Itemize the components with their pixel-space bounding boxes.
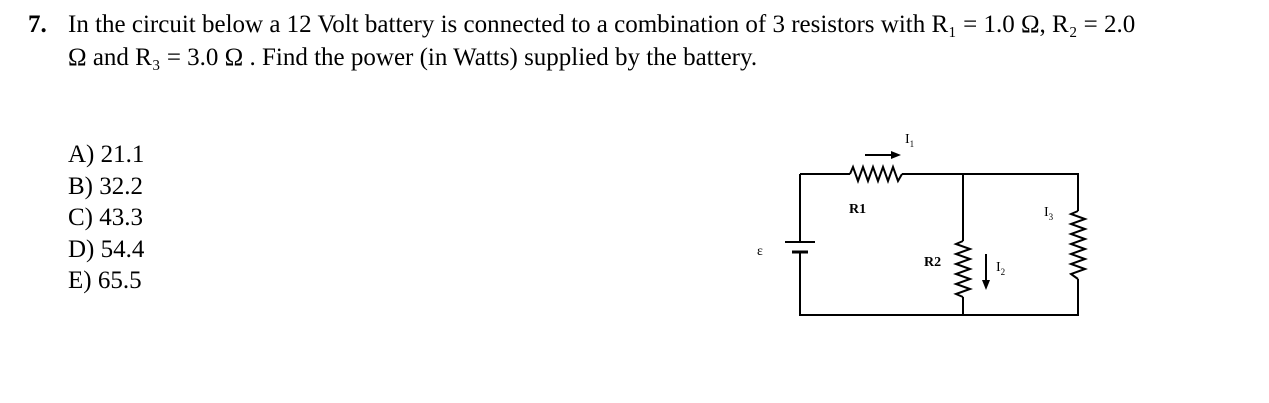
resistor-r3 xyxy=(1068,210,1088,280)
question-number: 7. xyxy=(28,11,47,38)
r2-label: R2 xyxy=(924,255,941,270)
choice-e: E) 65.5 xyxy=(68,265,144,297)
i2-arrow-head xyxy=(982,280,990,290)
choice-value: 21.1 xyxy=(100,141,145,168)
i3-label-sub: 3 xyxy=(1049,212,1054,222)
i1-arrow-head xyxy=(891,151,901,159)
i2-label: I2 xyxy=(996,260,1005,277)
emf-label: ε xyxy=(757,244,763,259)
i2-label-main: I xyxy=(996,260,1001,275)
choice-letter: C) xyxy=(68,204,93,231)
resistor-r2 xyxy=(953,240,973,298)
question-stem-1: In the circuit below a 12 Volt battery i… xyxy=(68,11,1136,38)
question-text: 7. In the circuit below a 12 Volt battery… xyxy=(28,8,1258,74)
i1-label: I1 xyxy=(905,132,914,149)
wire-left-bottom xyxy=(799,252,1079,316)
choice-value: 43.3 xyxy=(99,204,143,231)
answer-choices: A) 21.1 B) 32.2 C) 43.3 D) 54.4 E) 65.5 xyxy=(68,139,144,297)
question-line-2: Ω and R₃ = 3.0 Ω . Find the power (in Wa… xyxy=(68,44,758,71)
choice-d: D) 54.4 xyxy=(68,234,144,266)
choice-value: 32.2 xyxy=(99,172,143,200)
i1-label-main: I xyxy=(905,132,910,147)
circuit-diagram: ε R1 R2 R3 I1 I2 I3 xyxy=(757,132,1088,316)
choice-value: 65.5 xyxy=(97,267,142,294)
choice-letter: B) xyxy=(68,172,93,200)
choice-a: A) 21.1 xyxy=(68,139,144,171)
choice-letter: D) xyxy=(68,235,95,263)
choice-letter: E) xyxy=(68,267,92,294)
r1-label: R1 xyxy=(849,202,866,217)
i3-label: I3 xyxy=(1044,205,1054,222)
choice-letter: A) xyxy=(68,141,95,168)
i1-label-sub: 1 xyxy=(910,139,915,149)
resistor-r1 xyxy=(849,164,903,184)
choice-b: B) 32.2 xyxy=(68,171,144,203)
choice-value: 54.4 xyxy=(100,235,145,263)
wire-top-right xyxy=(902,173,1079,211)
choice-c: C) 43.3 xyxy=(68,202,144,234)
i2-label-sub: 2 xyxy=(1001,267,1006,277)
question-line-1: 7. In the circuit below a 12 Volt battery… xyxy=(28,8,1258,41)
i3-label-main: I xyxy=(1044,205,1049,220)
